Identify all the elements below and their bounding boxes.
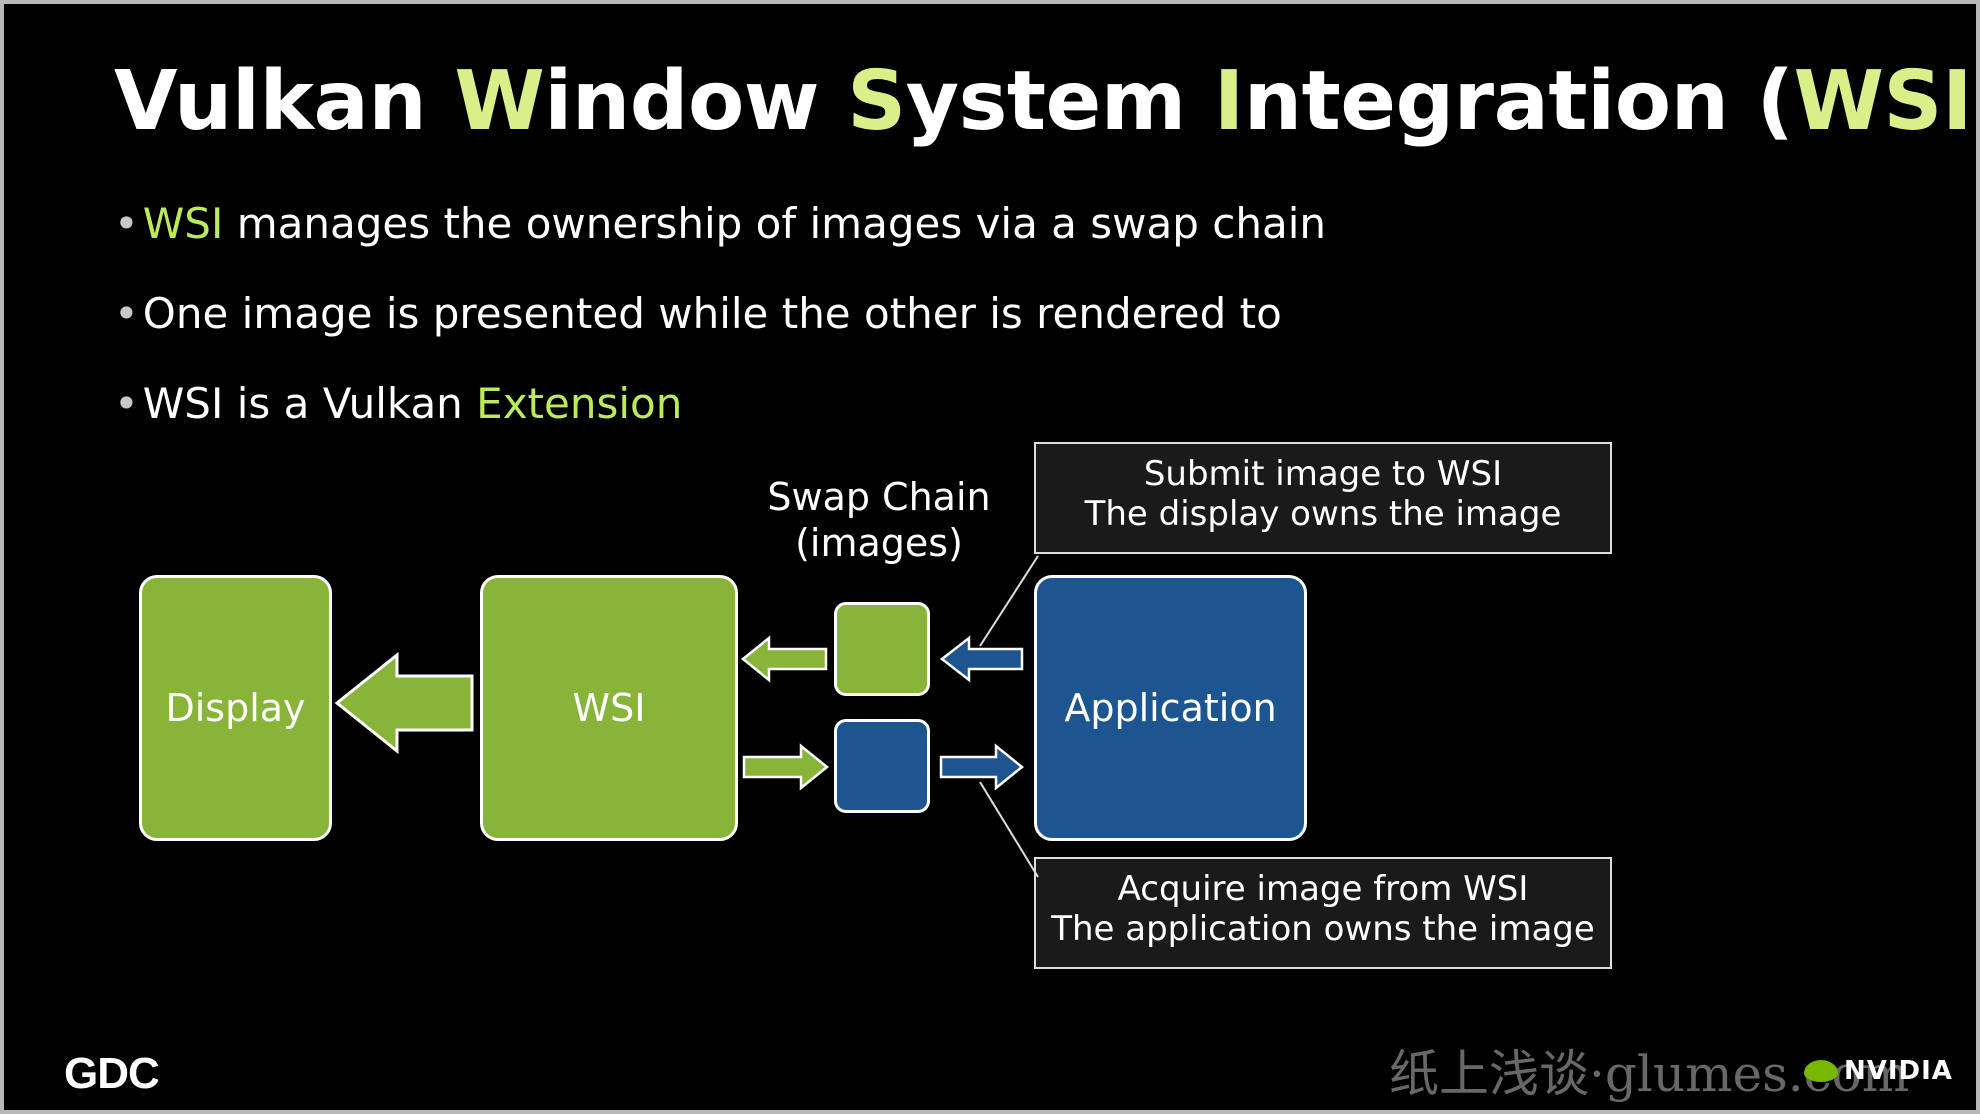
submit-callout: Submit image to WSI The display owns the… <box>1034 442 1612 554</box>
bullet-highlight: WSI <box>142 199 224 248</box>
diagram-arrows <box>334 555 1039 878</box>
bullet-item: •WSI is a Vulkan Extension <box>114 379 682 428</box>
bullet-item: •WSI manages the ownership of images via… <box>114 199 1326 248</box>
swap-chain-image-green <box>834 602 930 696</box>
bullet-highlight: Extension <box>476 379 683 428</box>
title-part: ) <box>1972 54 1976 149</box>
title-part: ntegration ( <box>1243 54 1794 149</box>
arrow-swap-to-app <box>939 743 1024 791</box>
title-part: S <box>847 54 906 149</box>
wsi-label: WSI <box>572 686 646 730</box>
swap-chain-label-line: (images) <box>795 521 963 565</box>
callout-line: Acquire image from WSI <box>1117 869 1529 909</box>
bullet-dot-icon: • <box>114 199 139 248</box>
bullet-text: WSI is a Vulkan <box>142 379 477 428</box>
title-part: W <box>454 54 545 149</box>
callout-line: Submit image to WSI <box>1143 454 1503 494</box>
submit-pointer-line <box>979 555 1039 647</box>
gdc-logo: GDC <box>64 1049 160 1099</box>
bullet-text: manages the ownership of images via a sw… <box>223 199 1326 248</box>
title-part: indow <box>544 54 848 149</box>
nvidia-logo: NVIDIA <box>1804 1056 1953 1086</box>
swap-chain-label-line: Swap Chain <box>767 475 991 519</box>
arrow-app-to-swap <box>939 635 1024 683</box>
title-part: I <box>1213 54 1245 149</box>
swap-chain-image-blue <box>834 719 930 813</box>
application-box: Application <box>1034 575 1307 841</box>
nvidia-eye-icon <box>1804 1060 1838 1082</box>
wsi-box: WSI <box>480 575 738 841</box>
arrow-wsi-to-swap <box>742 743 829 791</box>
acquire-callout: Acquire image from WSI The application o… <box>1034 857 1612 969</box>
application-label: Application <box>1064 686 1277 730</box>
bullet-item: •One image is presented while the other … <box>114 289 1282 338</box>
display-box: Display <box>139 575 332 841</box>
callout-line: The application owns the image <box>1051 909 1595 949</box>
arrow-wsi-to-display <box>334 651 474 755</box>
bullet-dot-icon: • <box>114 289 139 338</box>
bullet-dot-icon: • <box>114 379 139 428</box>
display-label: Display <box>165 686 306 730</box>
bullet-text: One image is presented while the other i… <box>142 289 1282 338</box>
nvidia-logo-text: NVIDIA <box>1844 1056 1953 1086</box>
title-part: ystem <box>905 54 1214 149</box>
gdc-logo-text: GDC <box>64 1049 160 1098</box>
acquire-pointer-line <box>979 781 1039 878</box>
callout-line: The display owns the image <box>1084 494 1562 534</box>
title-part: WSI <box>1793 54 1972 149</box>
title-part: Vulkan <box>114 54 455 149</box>
slide: Vulkan Window System Integration (WSI) •… <box>4 4 1976 1110</box>
arrow-swap-to-wsi <box>741 635 828 683</box>
swap-chain-label: Swap Chain (images) <box>744 474 1014 566</box>
slide-title: Vulkan Window System Integration (WSI) <box>114 54 1976 149</box>
